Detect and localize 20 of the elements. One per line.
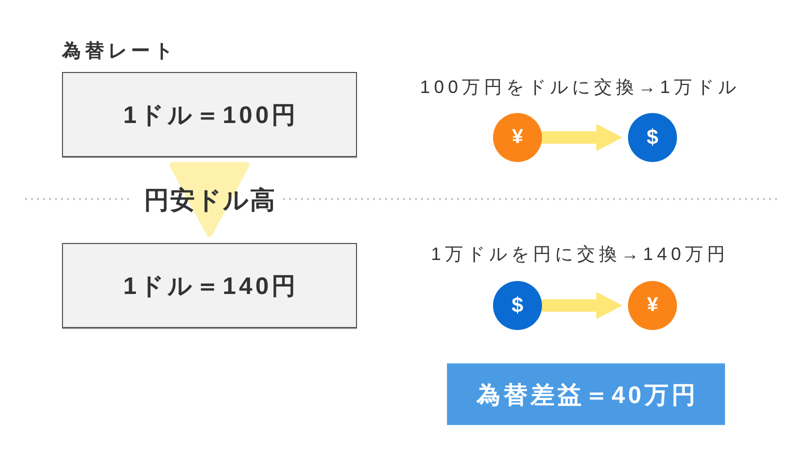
arrow — [541, 124, 622, 151]
rate-box — [62, 72, 357, 157]
rate-box — [62, 243, 357, 328]
currency-symbol: ¥ — [512, 126, 524, 149]
exchange-caption: 1万ドルを円に交換→140万円 — [430, 243, 730, 266]
down-arrow — [170, 162, 250, 237]
yen-circle — [628, 281, 677, 330]
edge-label: 円安ドル高 — [143, 186, 276, 216]
currency-symbol: $ — [646, 126, 658, 150]
result-text: 為替差益＝40万円 — [475, 380, 698, 410]
section-heading: 為替レート — [62, 40, 177, 64]
dollar-circle — [493, 281, 542, 330]
rate-text: 1ドル＝140円 — [122, 272, 299, 302]
currency-symbol: $ — [512, 294, 524, 318]
rate-text: 1ドル＝100円 — [122, 100, 299, 130]
dollar-circle — [628, 113, 677, 162]
yen-circle — [493, 113, 542, 162]
currency-symbol: ¥ — [646, 294, 658, 317]
exchange-caption: 100万円をドルに交換→1万ドル — [418, 76, 740, 99]
result-box — [447, 363, 725, 425]
